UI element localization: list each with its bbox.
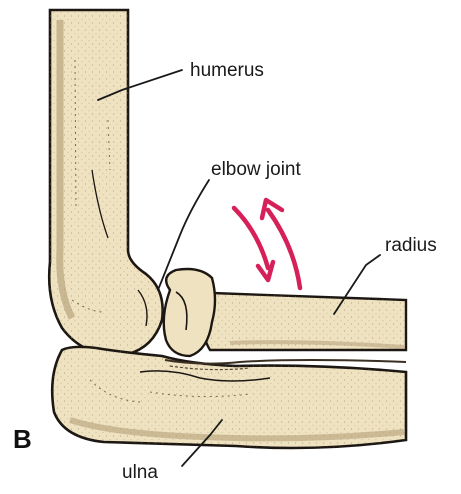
curved-double-arrow-icon xyxy=(234,200,300,288)
panel-letter: B xyxy=(13,426,32,452)
ulna-bone xyxy=(52,347,406,448)
humerus-bone xyxy=(49,10,162,356)
radius-bone xyxy=(164,269,406,356)
ulna-label: ulna xyxy=(122,463,158,482)
radius-label: radius xyxy=(385,236,437,255)
elbow-joint-label: elbow joint xyxy=(211,160,301,179)
humerus-label: humerus xyxy=(190,61,264,80)
